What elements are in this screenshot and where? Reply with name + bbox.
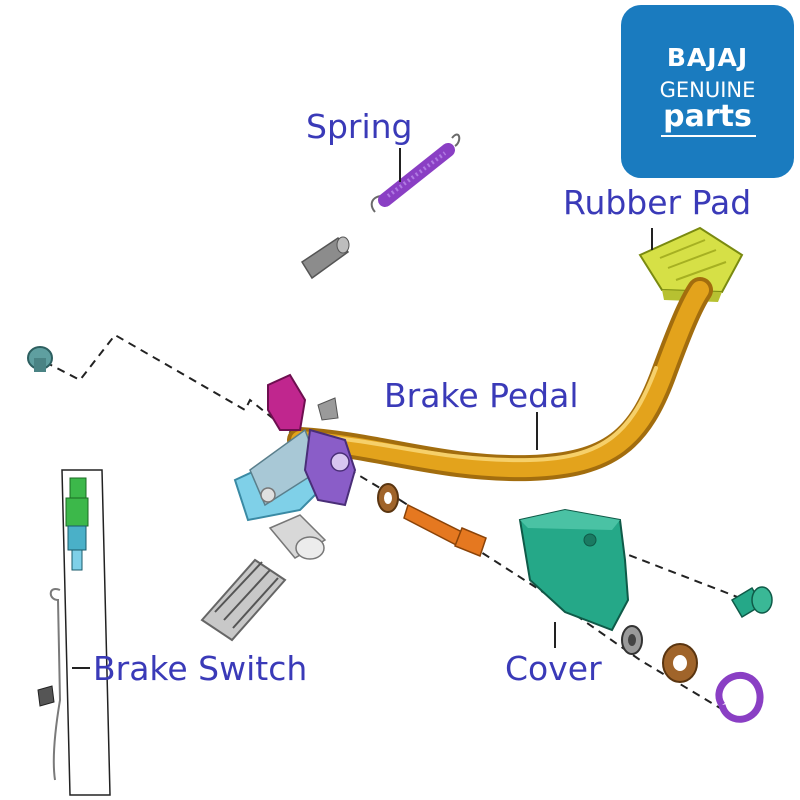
pivot-pin-part [300,236,350,280]
brake-switch-panel [37,469,111,796]
rubber-boot-part [200,558,287,642]
nut-part [621,625,643,655]
orange-bolt-part [403,503,487,557]
spring-part [370,133,461,213]
logo-brand-text: BAJAJ [666,43,749,72]
cover-part [518,508,630,632]
logo-parts-text: parts [663,99,752,134]
assembly-guide-line-cover [399,499,741,721]
logo-genuine-text: GENUINE [659,78,756,102]
bajaj-genuine-parts-logo: BAJAJ GENUINE parts [621,5,794,178]
brake-pedal-arm-part [287,277,713,482]
outer-washer-part [662,643,698,683]
logo-underline [661,135,756,137]
spring-label: Spring [306,107,413,146]
pivot-washer-part [377,483,399,513]
pedal-bracket-assembly [233,373,357,522]
rubber-pad-part [638,226,744,302]
left-bolt-part [27,346,53,372]
circlip-part [715,671,764,723]
bushing-part [268,514,327,560]
brake-switch-label: Brake Switch [93,649,308,688]
cover-bolt-part [730,586,773,619]
cover-label: Cover [505,649,602,688]
rubber-pad-label: Rubber Pad [563,183,752,222]
brake-pedal-label: Brake Pedal [384,376,579,415]
